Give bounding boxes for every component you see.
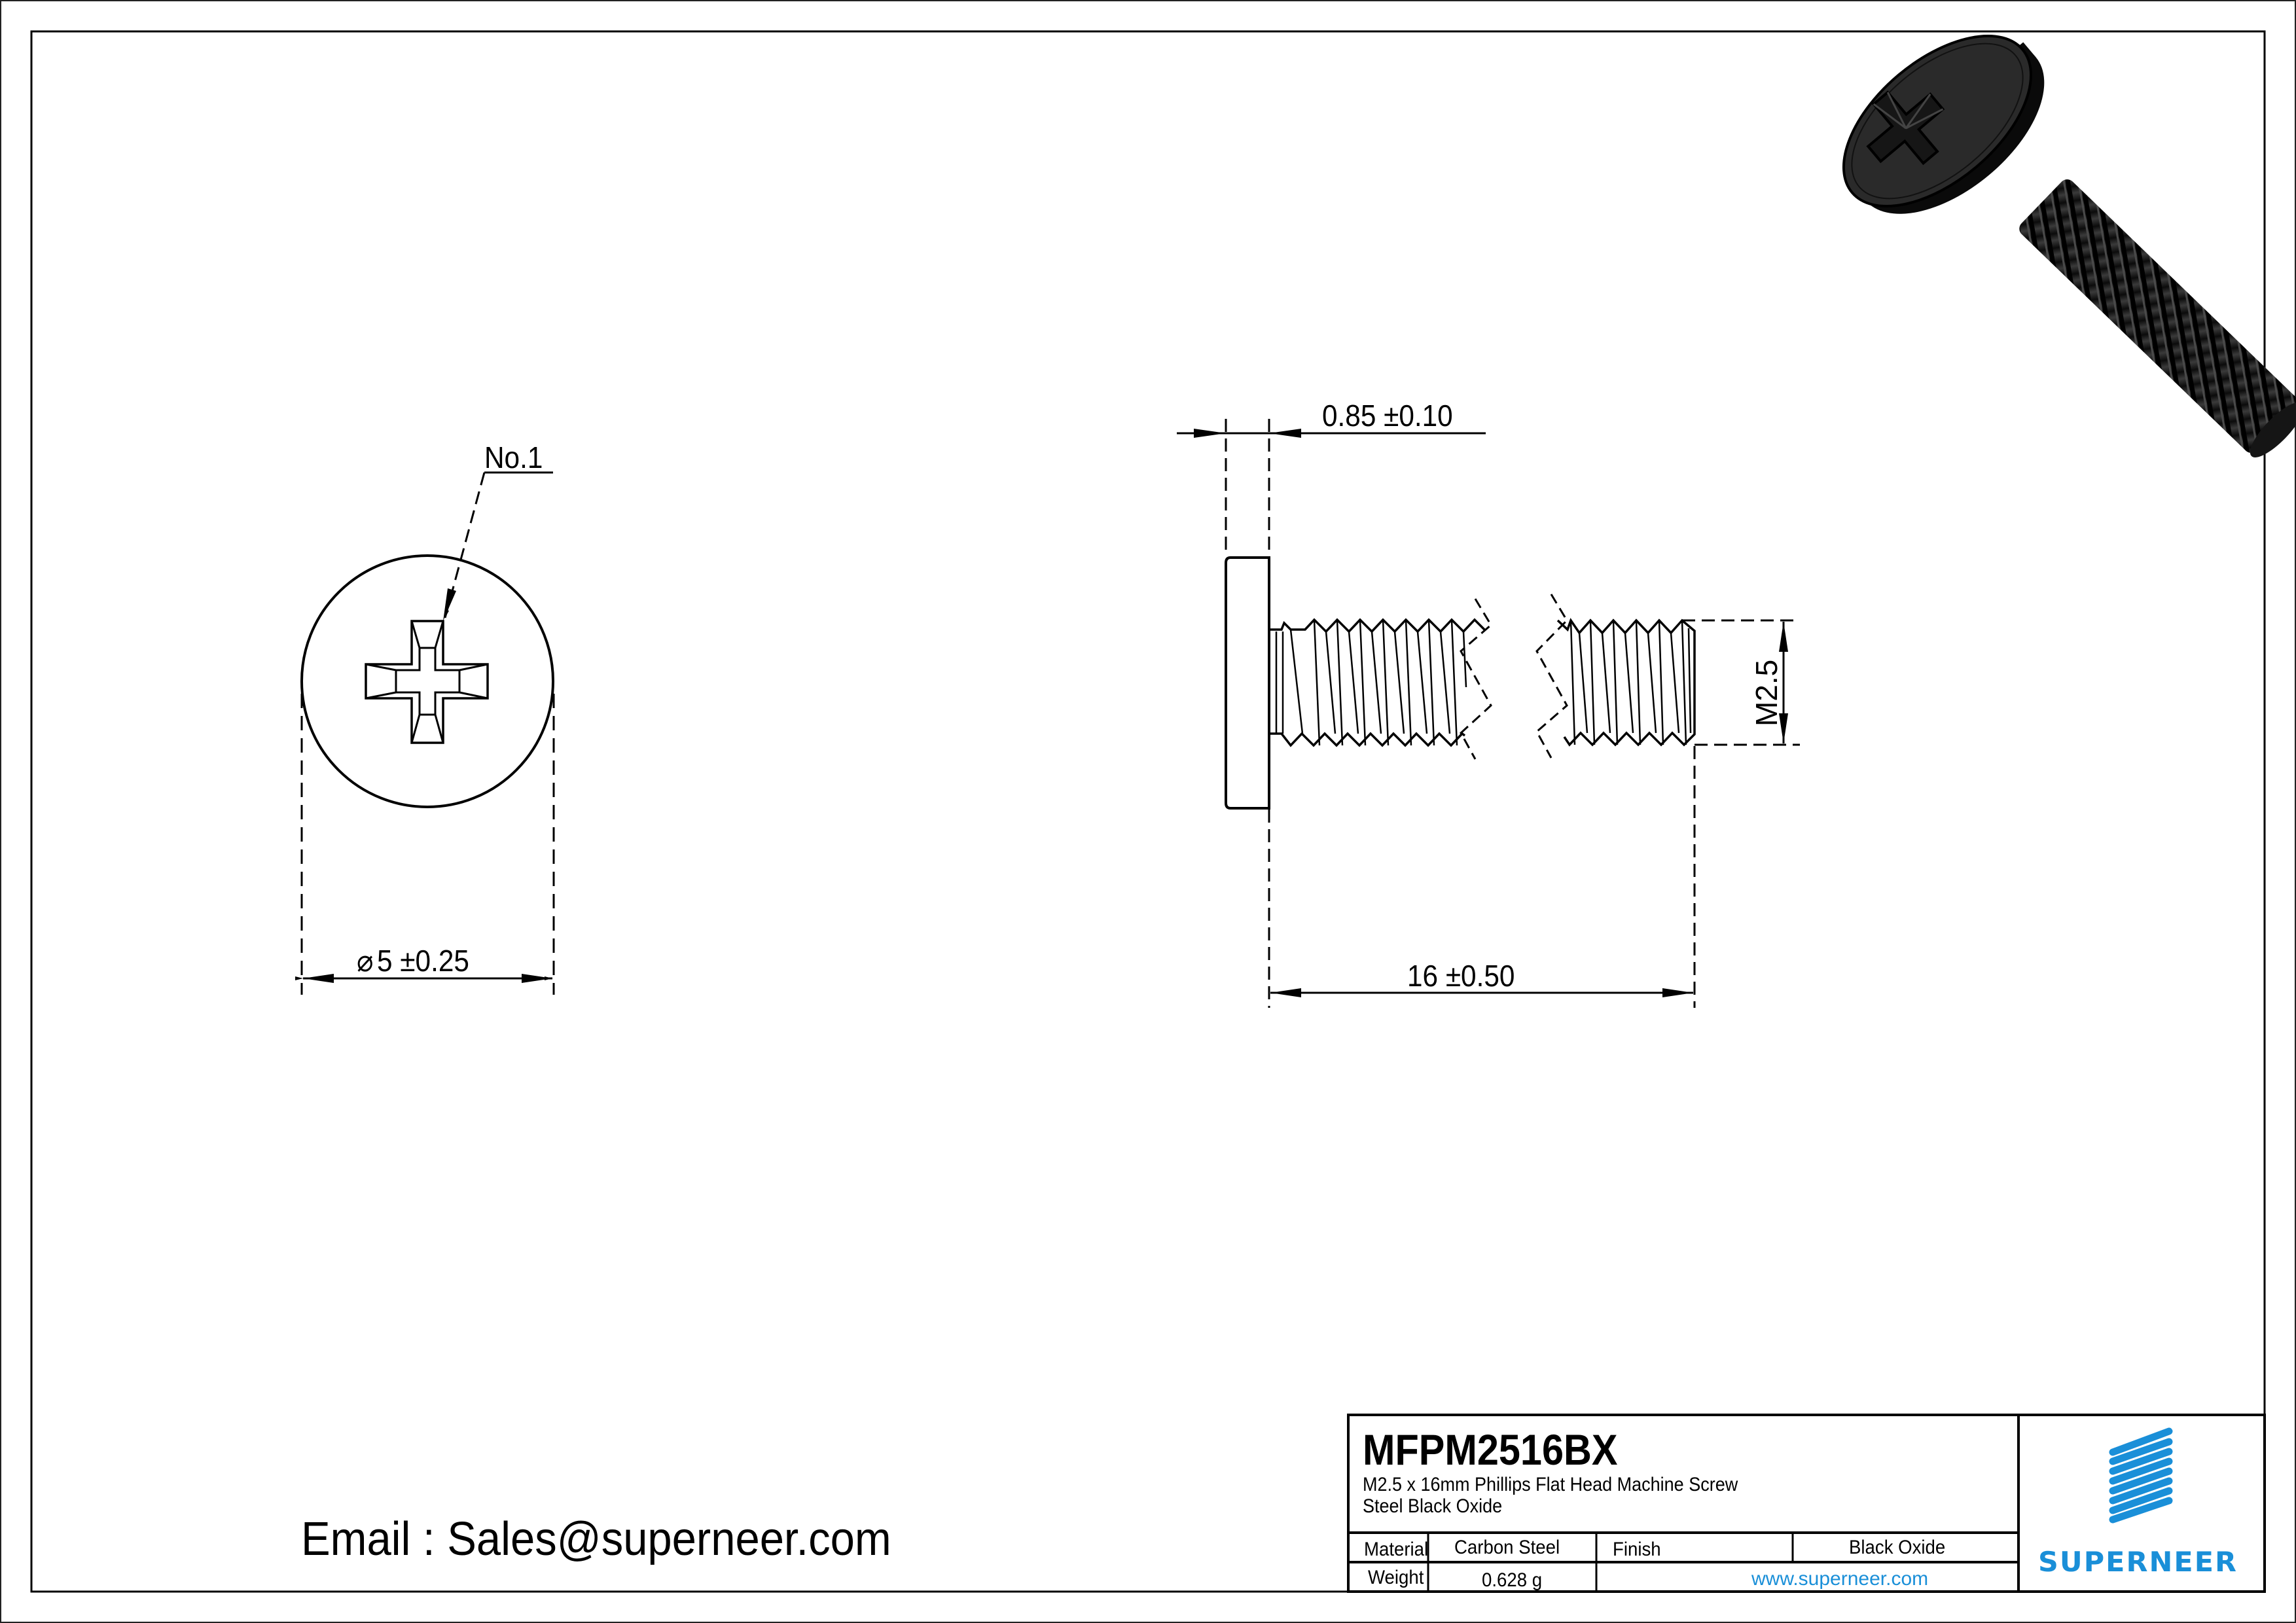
finish-label: Finish bbox=[1613, 1539, 1661, 1560]
finish-value: Black Oxide bbox=[1849, 1537, 1946, 1558]
diameter-value: 5 ±0.25 bbox=[377, 944, 469, 978]
side-view bbox=[1177, 419, 1800, 1008]
head-height-dimension: 0.85 ±0.10 bbox=[1322, 399, 1453, 433]
title-block bbox=[1347, 1414, 2266, 1593]
superneer-logo-icon bbox=[2109, 1427, 2173, 1524]
callout-no1: No.1 bbox=[484, 440, 543, 474]
website-link[interactable]: www.superneer.com bbox=[1751, 1568, 1929, 1590]
screw-3d-render bbox=[1842, 34, 2296, 457]
contact-email: Email : Sales@superneer.com bbox=[301, 1513, 891, 1565]
diameter-dimension: ⌀5 ±0.25 bbox=[357, 946, 469, 976]
diameter-icon: ⌀ bbox=[357, 944, 374, 978]
dimension-arrows bbox=[303, 588, 552, 983]
material-value: Carbon Steel bbox=[1454, 1537, 1560, 1558]
logo-wordmark: SUPERNEER bbox=[2038, 1546, 2238, 1578]
front-view bbox=[295, 471, 555, 995]
thread-size-dimension: M2.5 bbox=[1749, 659, 1784, 726]
side-view-arrows bbox=[1194, 429, 1788, 997]
length-dimension: 16 ±0.50 bbox=[1407, 959, 1515, 993]
weight-value: 0.628 g bbox=[1482, 1569, 1543, 1591]
part-number: MFPM2516BX bbox=[1363, 1425, 1618, 1474]
description-line-1: M2.5 x 16mm Phillips Flat Head Machine S… bbox=[1363, 1474, 1738, 1495]
weight-label: Weight bbox=[1368, 1567, 1424, 1588]
material-label: Material bbox=[1364, 1539, 1429, 1560]
description-line-2: Steel Black Oxide bbox=[1363, 1495, 1503, 1517]
